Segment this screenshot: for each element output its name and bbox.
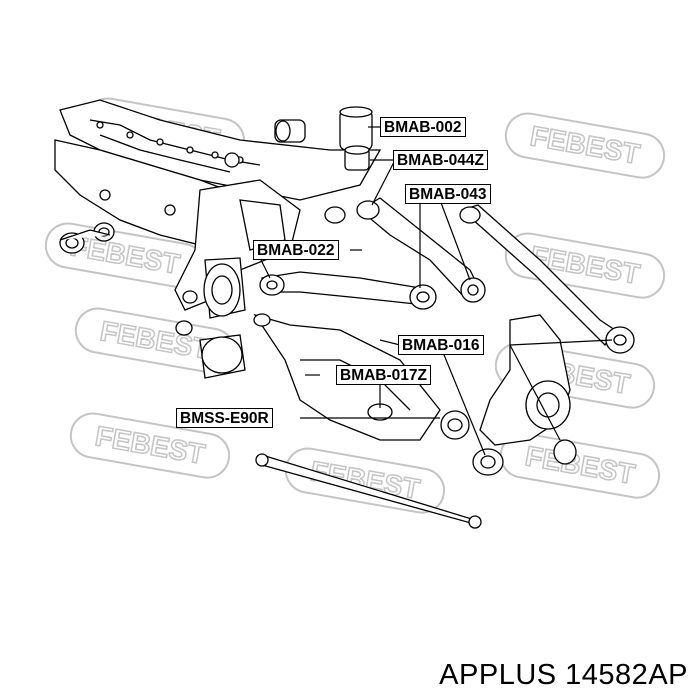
callout-bmab-043: BMAB-043 xyxy=(405,184,491,204)
svg-text:FEBEST: FEBEST xyxy=(528,120,642,170)
callout-bmab-022: BMAB-022 xyxy=(253,240,339,260)
subframe-mount-bushing xyxy=(175,257,246,379)
svg-text:FEBEST: FEBEST xyxy=(98,315,212,365)
callout-bmab-017z: BMAB-017Z xyxy=(336,365,431,385)
leader-lines xyxy=(259,126,613,456)
svg-text:FEBEST: FEBEST xyxy=(68,230,182,280)
upper-mount-bushings xyxy=(224,106,373,224)
svg-text:FEBEST: FEBEST xyxy=(523,440,637,490)
callout-bmab-016: BMAB-016 xyxy=(398,335,484,355)
part-number-caption: APPLUS 14582AP xyxy=(439,659,688,691)
callout-bmab-002: BMAB-002 xyxy=(380,117,466,137)
callout-bmab-044z: BMAB-044Z xyxy=(393,150,488,170)
callout-bmss-e90r: BMSS-E90R xyxy=(176,408,273,428)
